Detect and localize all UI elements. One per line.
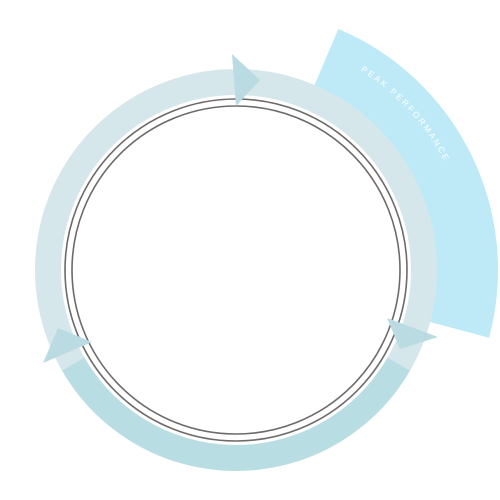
lightning-bolt-icon (307, 58, 317, 69)
cycle-ring-lower-segment (61, 357, 411, 471)
peak-performance-band (314, 28, 498, 338)
cycle-arrow-left (43, 328, 92, 363)
inner-circle-outer-line (64, 98, 408, 442)
cycle-arrow-right (387, 318, 438, 349)
cycle-arrow-top (232, 54, 260, 106)
